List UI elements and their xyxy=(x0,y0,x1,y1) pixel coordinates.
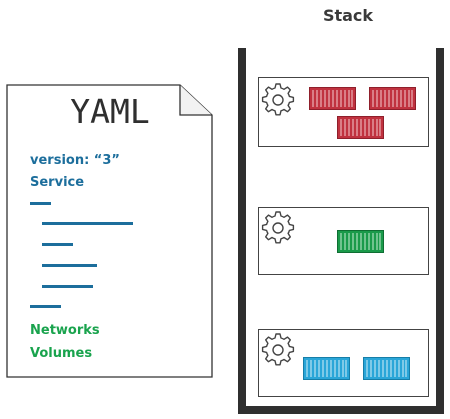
yaml-version-line: version: “3” xyxy=(30,153,120,168)
yaml-service-label: Service xyxy=(30,175,85,190)
yaml-line xyxy=(30,305,61,308)
yaml-line xyxy=(42,285,93,288)
yaml-line xyxy=(42,222,133,225)
container-icon xyxy=(337,230,384,253)
gear-icon xyxy=(261,83,295,116)
yaml-line xyxy=(42,264,97,267)
stack-title: Stack xyxy=(322,6,374,25)
service-box-1 xyxy=(258,77,429,147)
service-box-2 xyxy=(258,207,429,275)
yaml-networks-label: Networks xyxy=(30,323,100,338)
gear-icon xyxy=(261,211,295,244)
yaml-volumes-label: Volumes xyxy=(30,346,93,361)
container-icon xyxy=(309,87,356,110)
container-icon xyxy=(303,357,350,380)
service-box-3 xyxy=(258,329,429,397)
container-icon xyxy=(337,116,384,139)
container-icon xyxy=(363,357,410,380)
yaml-line xyxy=(42,243,73,246)
gear-icon xyxy=(261,333,295,366)
container-icon xyxy=(369,87,416,110)
yaml-line xyxy=(30,202,51,205)
yaml-heading: YAML xyxy=(70,92,150,131)
yaml-document-icon xyxy=(6,84,213,378)
stack-frame xyxy=(238,48,444,414)
